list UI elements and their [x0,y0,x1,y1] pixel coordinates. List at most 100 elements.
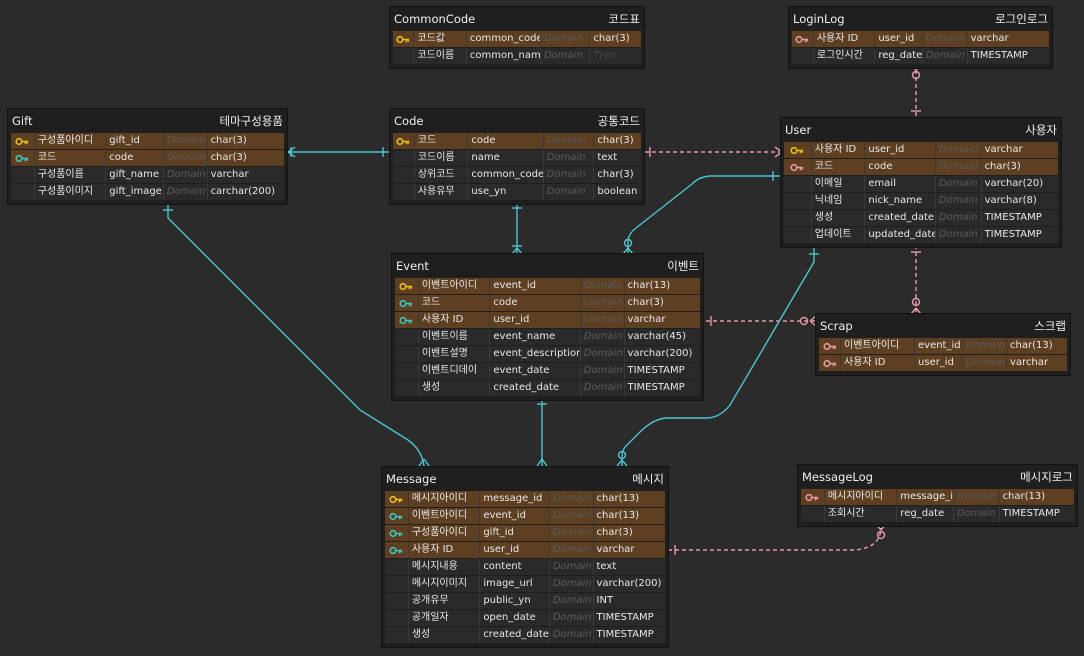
foreign-key-icon [385,525,409,541]
column-type: varchar [967,31,1049,47]
column-logical-name: 코드 [811,159,866,175]
column-domain: Domain [543,150,595,166]
column-physical-name: content [480,559,550,575]
column-icon-slot [385,559,409,575]
column-physical-name: user_id [915,355,963,371]
column-physical-name: open_date [480,610,550,626]
column-logical-name: 사용자 ID [811,142,866,158]
primary-key-icon [393,31,415,47]
column-domain: Domain [580,329,625,345]
column-type: char(3) [594,167,642,183]
column-domain: Domain [935,193,982,209]
column-type: char(3) [981,159,1058,175]
column-physical-name: message_id [480,491,550,507]
column-physical-name: event_id [480,508,550,524]
column-domain: Domain [580,312,625,328]
column-type: varchar [593,542,665,558]
column-logical-name: 이벤트아이디 [408,508,481,524]
column-physical-name: event_date [490,363,581,379]
column-type: TIMESTAMP [593,627,665,643]
column-type: TIMESTAMP [593,610,665,626]
column-type: char(13) [593,491,665,507]
entity-header: CommonCode 코드표 [390,7,644,31]
column-icon-slot [784,193,812,209]
primary-foreign-key-icon [819,355,841,371]
column-logical-name: 조회시간 [824,506,898,522]
column-logical-name: 이메일 [811,176,866,192]
column-domain: Domain [580,278,625,294]
entity-name: Event [396,259,429,273]
column-domain: Domain [540,48,591,64]
column-physical-name: message_id [897,489,954,505]
primary-foreign-key-icon [792,31,814,47]
column-logical-name: 메시지아이디 [408,491,481,507]
column-logical-name: 공개일자 [408,610,481,626]
foreign-key-icon [385,542,409,558]
column-logical-name: 공개유무 [408,593,481,609]
column-icon-slot [395,363,419,379]
column-type: TIMESTAMP [981,227,1058,243]
column-icon-slot [393,167,415,183]
column-physical-name: image_url [480,576,550,592]
column-type: char(13) [624,278,700,294]
entity-header: Event 이벤트 [392,254,703,278]
column-type: TIMESTAMP [624,380,700,396]
column-icon-slot [395,329,419,345]
rel-gift-code [287,146,390,158]
column-logical-name: 메시지아이디 [824,489,898,505]
column-type: TIMESTAMP [967,48,1049,64]
column-physical-name: gift_image [106,184,164,200]
column-logical-name: 코드 [418,295,491,311]
entity-header: LoginLog 로그인로그 [789,7,1052,31]
